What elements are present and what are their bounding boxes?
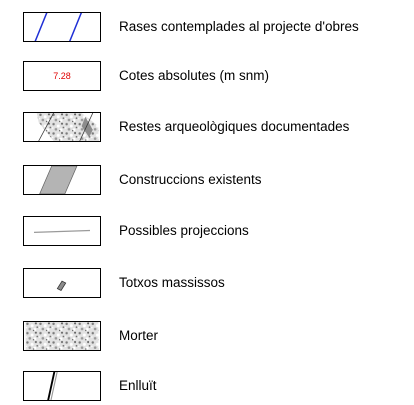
- legend-item-projeccions: Possibles projeccions: [0, 214, 414, 248]
- legend-label: Enlluït: [119, 378, 157, 393]
- legend-item-morter: Morter: [0, 319, 414, 353]
- brick-icon: [23, 268, 101, 298]
- legend-label: Totxos massissos: [119, 275, 225, 290]
- legend-label: Restes arqueològiques documentades: [119, 119, 350, 134]
- legend-label: Cotes absolutes (m snm): [119, 68, 270, 83]
- elevation-value-icon: 7.28: [23, 61, 101, 91]
- grey-line-icon: [23, 216, 101, 246]
- legend-label: Rases contemplades al projecte d'obres: [119, 19, 359, 34]
- mortar-texture-icon: [23, 321, 101, 351]
- legend-item-cotes: 7.28 Cotes absolutes (m snm): [0, 59, 414, 93]
- blue-diagonal-lines-icon: [23, 12, 101, 42]
- legend-item-rases: Rases contemplades al projecte d'obres: [0, 10, 414, 44]
- archaeological-remains-texture-icon: [23, 112, 101, 142]
- legend-label: Possibles projeccions: [119, 223, 249, 238]
- elevation-sample-value: 7.28: [53, 71, 71, 81]
- grey-parallelogram-icon: [23, 165, 101, 195]
- legend-item-enlluit: Enlluït: [0, 369, 414, 403]
- legend-label: Morter: [119, 328, 159, 343]
- legend-label: Construccions existents: [119, 172, 262, 187]
- legend-item-totxos: Totxos massissos: [0, 266, 414, 300]
- plaster-line-icon: [23, 371, 101, 401]
- legend-item-restes: Restes arqueològiques documentades: [0, 110, 414, 144]
- legend-item-construccions: Construccions existents: [0, 163, 414, 197]
